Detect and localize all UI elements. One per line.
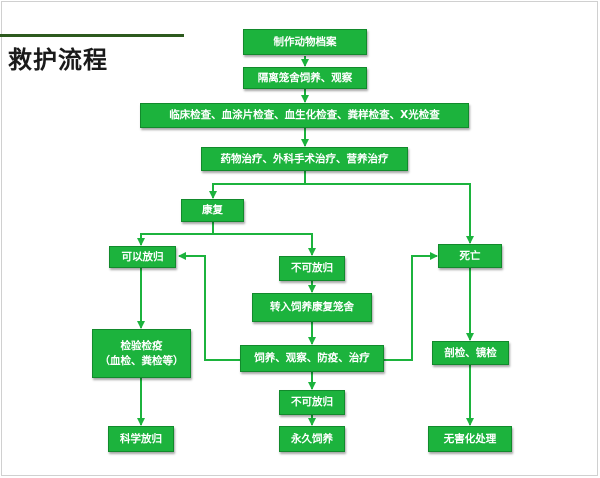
step-permanent-care: 永久饲养 xyxy=(279,426,345,452)
step-harmless-disposal-label: 无害化处理 xyxy=(443,432,497,445)
arrow-recovery-to-releasable xyxy=(137,222,214,246)
step-care-label: 饲养、观察、防疫、治疗 xyxy=(254,352,370,364)
step-permanent-care-label: 永久饲养 xyxy=(291,432,333,445)
step-death-label: 死亡 xyxy=(459,249,481,262)
step-archive: 制作动物档案 xyxy=(243,29,367,55)
step-not-releasable: 不可放归 xyxy=(279,256,345,281)
step-transfer-label: 转入饲养康复笼舍 xyxy=(270,301,354,313)
step-archive-label: 制作动物档案 xyxy=(273,35,337,48)
step-transfer: 转入饲养康复笼舍 xyxy=(252,293,372,322)
step-necropsy-label: 剖检、镜检 xyxy=(444,346,497,359)
step-care: 饲养、观察、防疫、治疗 xyxy=(240,345,384,372)
arrow-care-to-death xyxy=(384,252,438,361)
step-releasable: 可以放归 xyxy=(109,246,176,268)
step-recovery: 康复 xyxy=(181,199,244,222)
step-not-releasable-2-label: 不可放归 xyxy=(291,396,333,408)
step-quarantine-label-line2: （血检、粪检等） xyxy=(99,354,184,367)
step-isolation-label: 隔离笼舍饲养、观察 xyxy=(257,71,353,84)
step-exams-label: 临床检查、血涂片检查、血生化检查、粪样检查、X光检查 xyxy=(169,109,440,121)
step-death: 死亡 xyxy=(438,244,502,268)
step-releasable-label: 可以放归 xyxy=(121,250,164,263)
step-exams: 临床检查、血涂片检查、血生化检查、粪样检查、X光检查 xyxy=(140,103,469,128)
step-quarantine-label-line1: 检验检疫 xyxy=(120,339,163,352)
step-not-releasable-2: 不可放归 xyxy=(279,390,345,415)
arrow-treatment-to-recovery xyxy=(209,171,306,199)
step-isolation: 隔离笼舍饲养、观察 xyxy=(243,67,367,89)
step-necropsy: 剖检、镜检 xyxy=(432,341,509,365)
step-scientific-release: 科学放归 xyxy=(108,426,174,452)
arrow-treatment-to-death xyxy=(305,183,474,244)
arrow-care-to-releasable xyxy=(178,252,240,361)
arrow-recovery-to-not-releasable xyxy=(213,233,316,256)
step-recovery-label: 康复 xyxy=(202,204,223,216)
step-scientific-release-label: 科学放归 xyxy=(120,432,162,445)
step-harmless-disposal: 无害化处理 xyxy=(428,426,512,452)
step-quarantine: 检验检疫 （血检、粪检等） xyxy=(92,329,191,378)
step-treatment-label: 药物治疗、外科手术治疗、营养治疗 xyxy=(220,152,389,165)
page-title: 救护流程 xyxy=(8,46,108,74)
step-treatment: 药物治疗、外科手术治疗、营养治疗 xyxy=(201,147,408,171)
title-rule xyxy=(0,34,184,37)
step-not-releasable-label: 不可放归 xyxy=(291,262,333,274)
